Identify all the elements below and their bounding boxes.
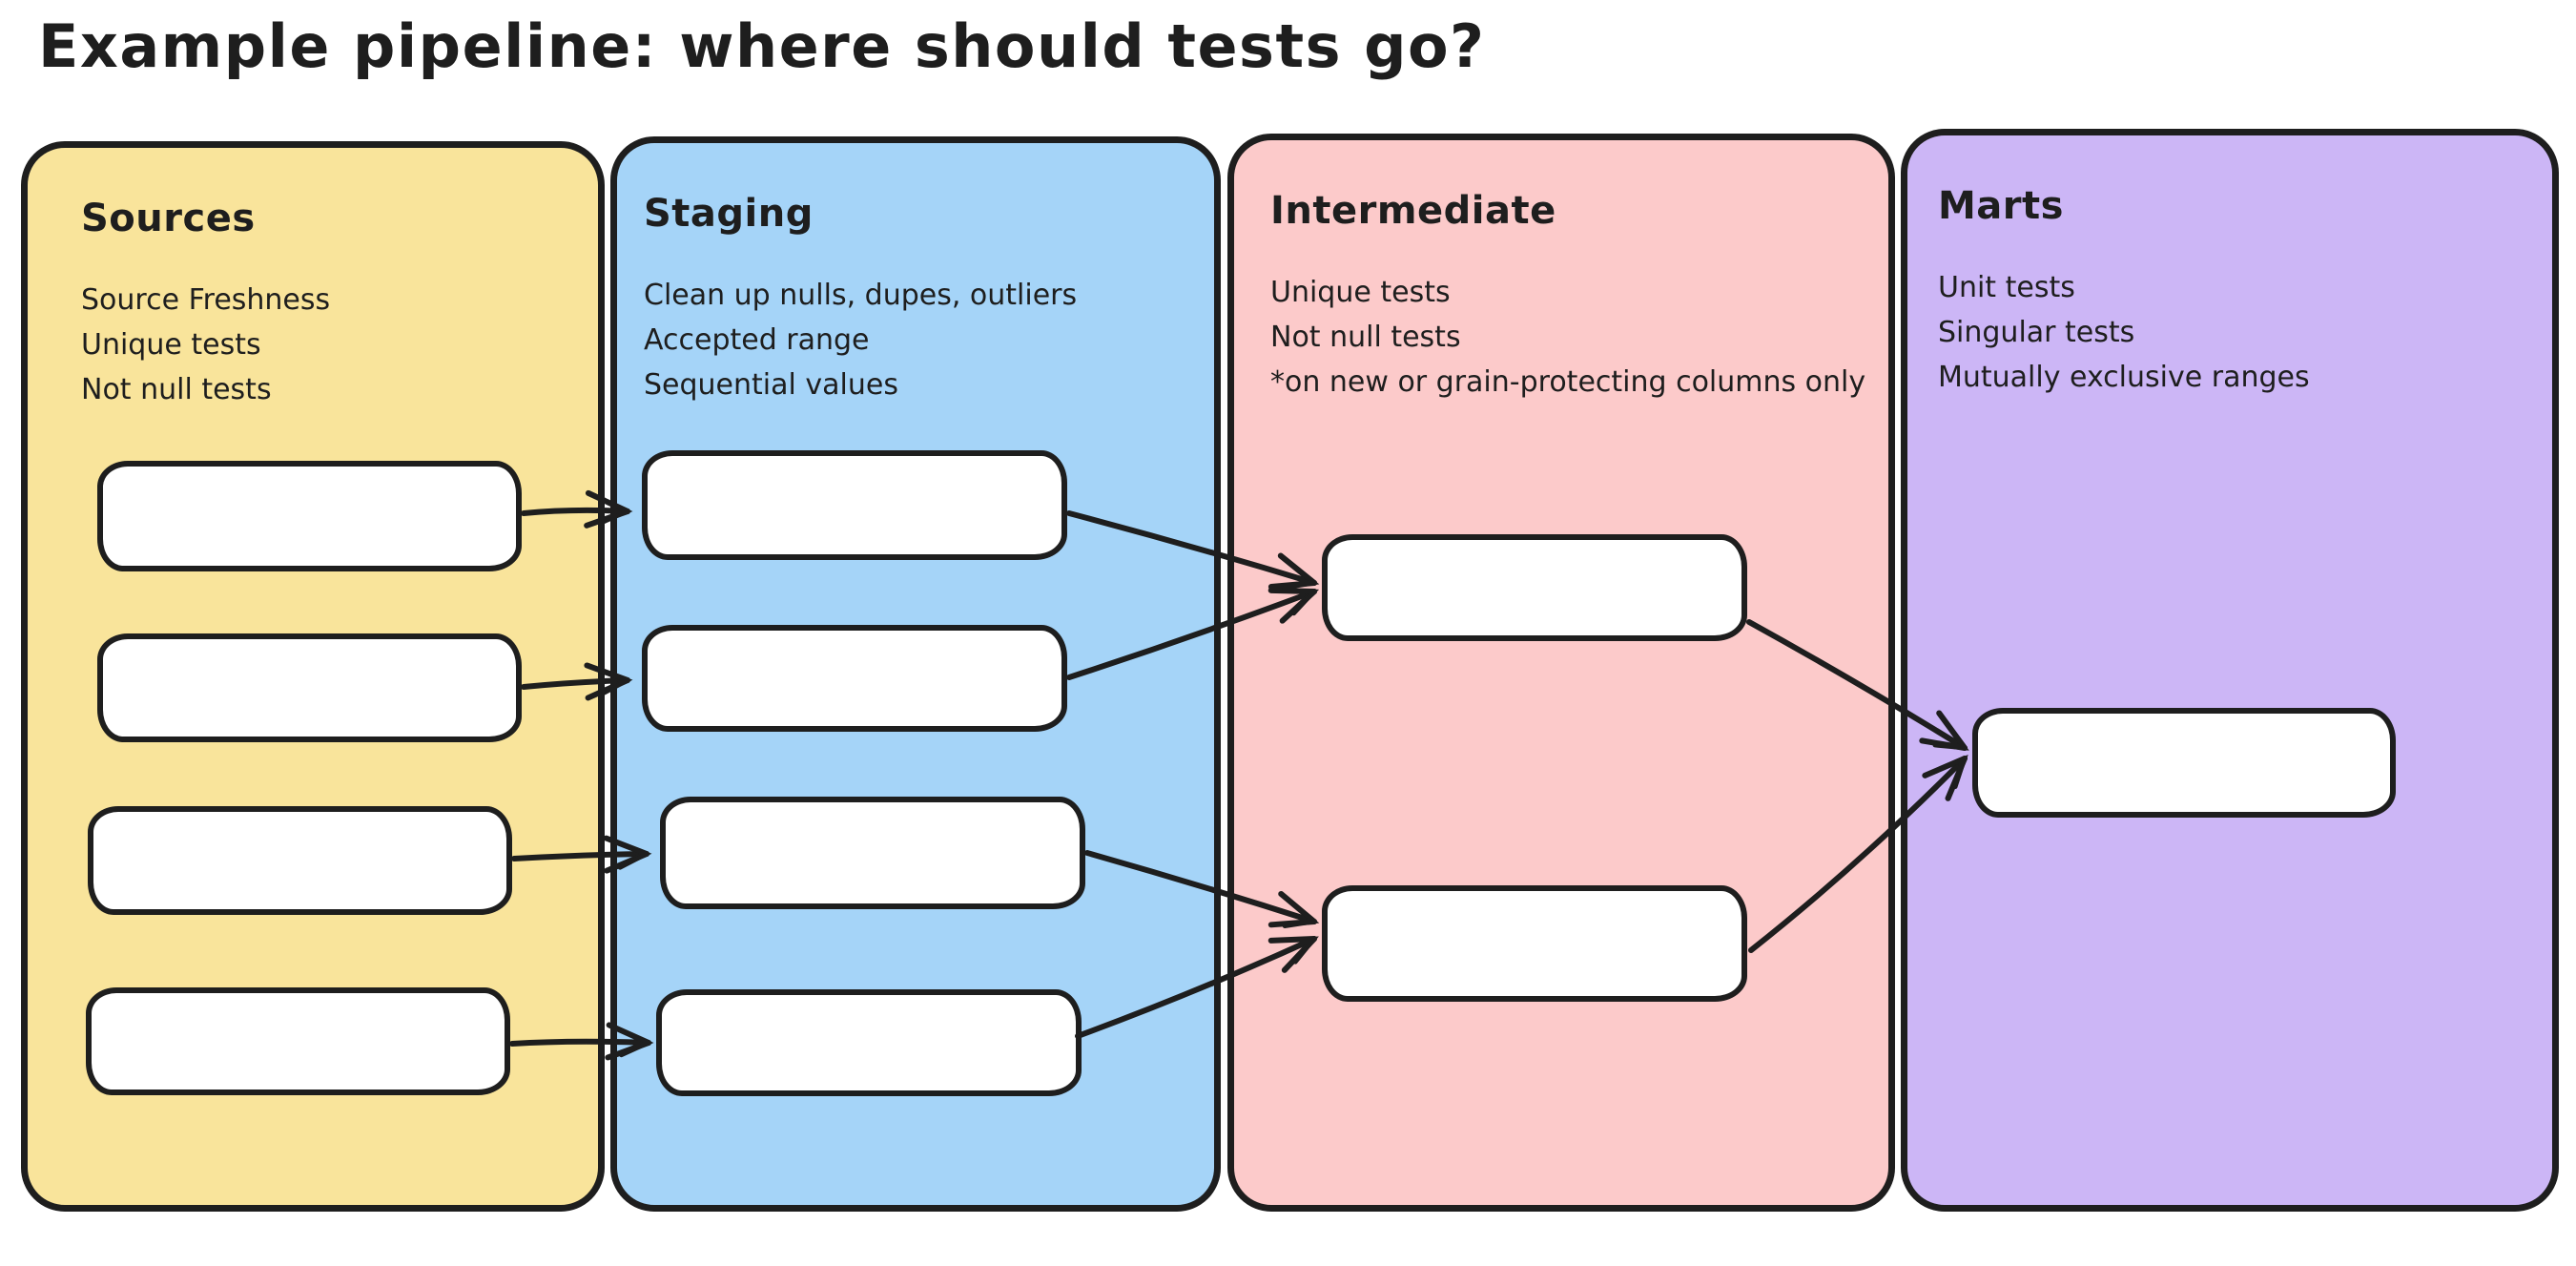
note-line: Not null tests — [81, 373, 272, 406]
note-line: *on new or grain-protecting columns only — [1270, 365, 1866, 399]
node-source-4 — [86, 987, 510, 1095]
column-intermediate-notes: Unique tests Not null tests *on new or g… — [1270, 270, 1888, 405]
column-marts: Marts Unit tests Singular tests Mutually… — [1901, 129, 2559, 1212]
column-sources-title: Sources — [81, 197, 256, 240]
note-line: Source Freshness — [81, 283, 331, 317]
node-staging-2 — [642, 625, 1067, 732]
node-source-1 — [97, 461, 522, 571]
note-line: Clean up nulls, dupes, outliers — [644, 279, 1078, 312]
column-sources-notes: Source Freshness Unique tests Not null t… — [81, 278, 598, 412]
column-marts-notes: Unit tests Singular tests Mutually exclu… — [1938, 265, 2552, 400]
note-line: Unit tests — [1938, 271, 2075, 304]
note-line: Accepted range — [644, 323, 870, 357]
node-staging-1 — [642, 450, 1067, 560]
node-source-3 — [88, 806, 512, 915]
note-line: Unique tests — [81, 328, 261, 362]
node-staging-3 — [660, 797, 1085, 909]
column-marts-title: Marts — [1938, 184, 2064, 228]
node-staging-4 — [656, 989, 1082, 1096]
node-source-2 — [97, 633, 522, 742]
note-line: Mutually exclusive ranges — [1938, 361, 2310, 394]
note-line: Singular tests — [1938, 316, 2135, 349]
column-staging-title: Staging — [644, 192, 814, 236]
note-line: Sequential values — [644, 368, 898, 402]
node-mart-1 — [1972, 708, 2396, 818]
note-line: Not null tests — [1270, 321, 1461, 354]
column-intermediate: Intermediate Unique tests Not null tests… — [1227, 134, 1895, 1212]
diagram-title: Example pipeline: where should tests go? — [38, 11, 1486, 81]
column-intermediate-title: Intermediate — [1270, 189, 1556, 233]
note-line: Unique tests — [1270, 276, 1451, 309]
node-intermediate-2 — [1322, 885, 1747, 1002]
node-intermediate-1 — [1322, 534, 1747, 641]
column-staging-notes: Clean up nulls, dupes, outliers Accepted… — [644, 273, 1214, 407]
